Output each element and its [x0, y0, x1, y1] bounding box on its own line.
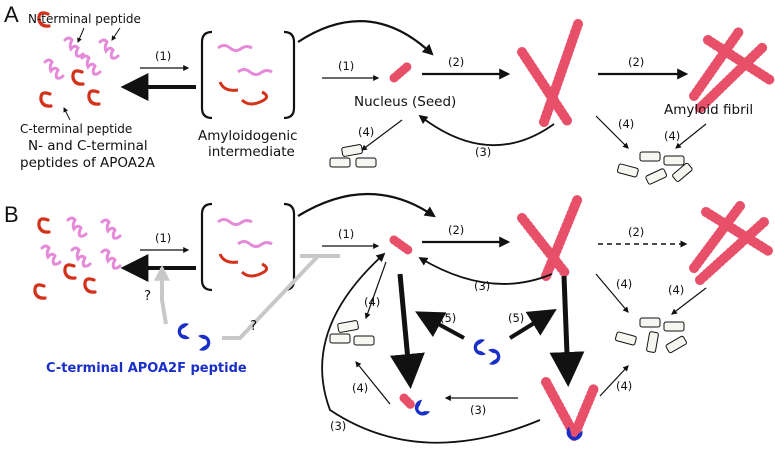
step-label: (4) [668, 283, 684, 297]
step-label: (3) [474, 279, 490, 293]
apoa2a-label-line2: peptides of APOA2A [20, 155, 156, 171]
apoa2f-peptide-center [473, 339, 501, 365]
step-label: (3) [330, 419, 346, 433]
n-terminal-peptide-label: N-terminal peptide [28, 12, 141, 26]
amyloidogenic-intermediate-b [200, 202, 296, 292]
peptide-cluster-a [37, 11, 120, 108]
amyloidogenic-intermediate-a [200, 30, 296, 120]
intermediate-label-line1: Amyloidogenic [198, 128, 298, 144]
protofibril-a [517, 19, 583, 127]
degraded-fragments-a1 [329, 144, 377, 168]
apoa2f-label: C-terminal APOA2F peptide [46, 361, 247, 376]
step-label: (2) [448, 55, 464, 69]
step-label: (1) [338, 227, 354, 241]
step-label: (4) [616, 379, 632, 393]
nucleus-seed-a [389, 61, 413, 83]
step-label: (3) [470, 403, 486, 417]
degraded-fragments-b1 [329, 320, 375, 346]
step-label: (5) [508, 311, 524, 325]
amyloid-fibril-a [689, 25, 775, 113]
step-label: (4) [352, 381, 368, 395]
nucleus-seed-b [389, 235, 413, 255]
capped-protofibril [541, 377, 599, 443]
nucleus-label: Nucleus (Seed) [354, 94, 456, 110]
amyloid-fibril-label: Amyloid fibril [664, 102, 753, 118]
step-label: (4) [358, 125, 374, 139]
question-mark: ? [250, 318, 257, 334]
panel-b-letter: B [4, 202, 19, 227]
step-label: (4) [616, 277, 632, 291]
panel-a-letter: A [4, 2, 19, 27]
step-label: (4) [618, 117, 634, 131]
protofibril-b [517, 193, 583, 281]
c-terminal-peptide-label: C-terminal peptide [20, 122, 132, 136]
intermediate-label-line2: intermediate [208, 144, 295, 160]
degraded-fragments-b2 [614, 317, 687, 354]
step-label: (3) [475, 145, 491, 159]
step-label: (1) [155, 231, 171, 245]
step-label: (2) [448, 223, 464, 237]
step-label: (2) [628, 225, 644, 239]
apoa2f-peptide-cluster [177, 323, 211, 351]
step-label: (1) [338, 59, 354, 73]
step-label: (5) [440, 311, 456, 325]
step-label: (4) [364, 295, 380, 309]
peptide-cluster-b [33, 216, 122, 300]
question-mark: ? [144, 288, 151, 304]
apoa2a-label-line1: N- and C-terminal [28, 138, 148, 154]
amyloid-fibril-b [689, 201, 775, 285]
step-label: (2) [628, 55, 644, 69]
capped-nucleus [399, 393, 431, 419]
degraded-fragments-a2 [616, 151, 693, 185]
step-label: (1) [155, 49, 171, 63]
step-label: (4) [664, 129, 680, 143]
